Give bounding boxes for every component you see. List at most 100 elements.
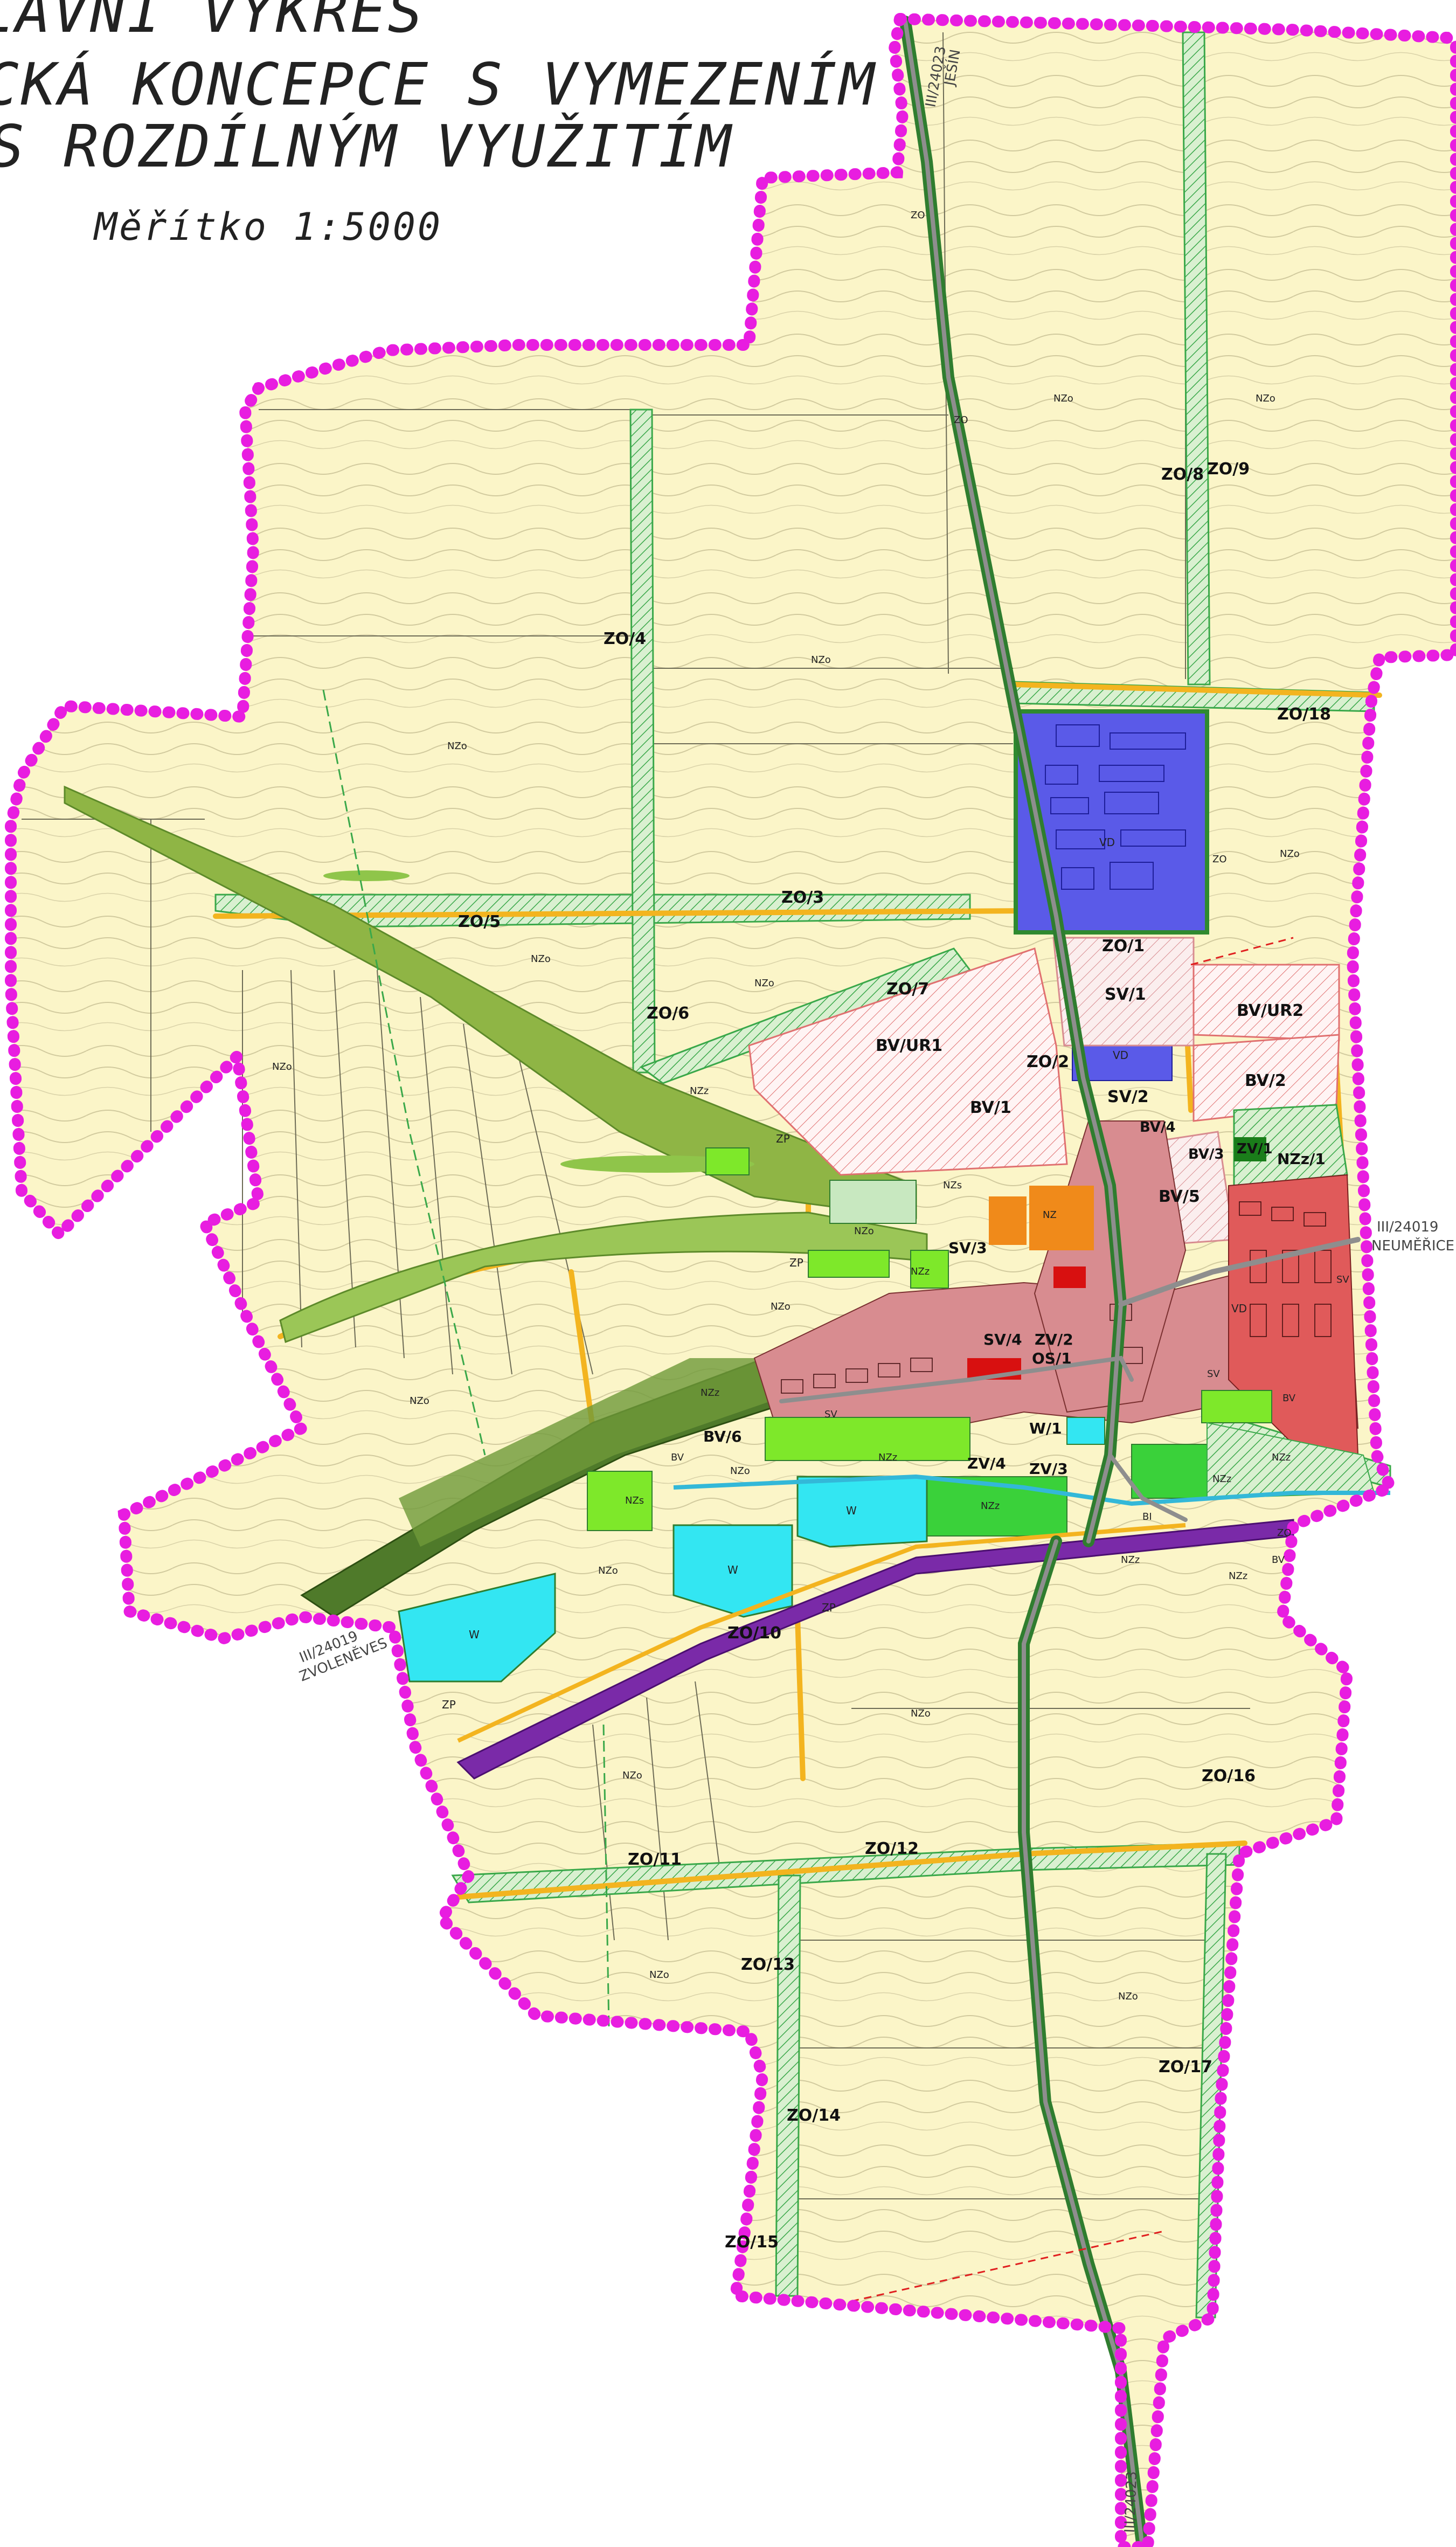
zone-label: ZV/1	[1237, 1141, 1273, 1157]
zone-labels: ZO/4 ZO/3 ZO/5 ZO/6 ZO/7 ZO/8 ZO/9 ZO/18…	[458, 460, 1331, 2252]
area-label: ZO	[1212, 854, 1227, 865]
area-label: ZP	[822, 1601, 836, 1614]
area-label: NZz	[1272, 1452, 1291, 1463]
zone-label: ZO/7	[886, 980, 929, 999]
green-area	[587, 1471, 653, 1531]
area-label: NZo	[531, 953, 551, 965]
power-lines	[851, 937, 1294, 2302]
zone-label: ZO/12	[865, 1839, 919, 1858]
area-label: NZo	[447, 740, 467, 752]
forest-band	[300, 1356, 777, 1618]
zone-label: ZO/16	[1202, 1767, 1256, 1785]
area-label: SV	[824, 1409, 837, 1420]
zone-label: W/1	[1029, 1420, 1062, 1437]
field-track-dashed	[602, 1724, 610, 2027]
zone-label: SV/1	[1105, 985, 1146, 1004]
area-label: NZo	[649, 1969, 669, 1981]
pond	[796, 1476, 928, 1548]
area-label: ZP	[789, 1256, 803, 1269]
area-label: SV	[1207, 1368, 1220, 1380]
zone-label: ZO/18	[1277, 705, 1331, 724]
zone-label: OS/1	[1032, 1349, 1072, 1367]
map-scale: Měřítko 1:5000	[94, 205, 443, 249]
road-village	[779, 1355, 1134, 1403]
area-label: NZo	[730, 1465, 750, 1477]
buffer-strip	[1195, 1853, 1227, 2318]
zone-label: ZO/11	[628, 1850, 682, 1869]
area-label: NZo	[622, 1770, 642, 1781]
green-area	[910, 1250, 949, 1289]
zone-label: ZO/13	[741, 1955, 795, 1974]
vd-area	[1072, 1040, 1173, 1081]
area-label: W	[846, 1504, 857, 1517]
area-label: NZz	[1121, 1554, 1140, 1566]
area-label: NZz	[911, 1266, 930, 1277]
green-area	[1234, 1137, 1266, 1161]
zone-label: BV/2	[1245, 1071, 1286, 1090]
zone-label: ZO/4	[604, 629, 646, 648]
area-label: BV	[671, 1452, 684, 1463]
zone-label: ZO/9	[1207, 460, 1250, 479]
cadastral-boundary	[5, 12, 1456, 2547]
zone-label: ZO/8	[1161, 465, 1204, 484]
area-label: W	[727, 1563, 738, 1576]
zone-label: ZV/2	[1035, 1331, 1073, 1348]
zone-label: ZO/2	[1027, 1053, 1069, 1071]
area-labels: NZo NZo NZo NZo NZo NZo NZo NZo NZo NZo …	[272, 210, 1349, 2002]
zone-label: ZO/15	[725, 2233, 779, 2252]
area-label: NZo	[854, 1226, 874, 1237]
map-title-line-1: ĽAVNÍ VÝKRES	[0, 0, 425, 46]
area-label: VD	[1099, 836, 1115, 849]
orange-block	[989, 1196, 1027, 1245]
green-island	[323, 870, 410, 881]
area-label: NZz	[1229, 1570, 1247, 1582]
green-area	[765, 1417, 970, 1461]
area-label: NZo	[1118, 1991, 1138, 2002]
zone-label: ZO/5	[458, 912, 501, 931]
area-label: ZO	[911, 210, 925, 221]
red-block	[1053, 1266, 1086, 1288]
area-label: VD	[1113, 1049, 1128, 1062]
area-label: NZz	[701, 1387, 719, 1399]
area-label: SV	[1336, 1274, 1349, 1285]
area-label: NZz	[1212, 1473, 1231, 1485]
zone-label: NZz/1	[1277, 1150, 1326, 1168]
zone-label: BV/5	[1159, 1187, 1200, 1206]
zone-label: SV/3	[948, 1239, 987, 1257]
area-label: ZO	[1277, 1527, 1292, 1539]
area-label: NZo	[771, 1301, 791, 1312]
zone-label: BV/4	[1140, 1119, 1175, 1136]
zone-label: BV/UR1	[876, 1036, 942, 1055]
green-area	[829, 1180, 917, 1224]
road-label-destination: NEUMĚŘICE	[1371, 1237, 1454, 1254]
area-label: NZo	[1256, 393, 1275, 404]
area-label: NZo	[410, 1395, 429, 1407]
pond	[672, 1524, 793, 1618]
area-label: NZo	[911, 1708, 931, 1719]
area-label: VD	[1231, 1302, 1247, 1315]
area-label: BI	[1142, 1511, 1152, 1522]
orange-track	[457, 1523, 1186, 1743]
zone-label: SV/2	[1107, 1088, 1149, 1106]
green-area	[705, 1147, 750, 1175]
area-label: NZ	[1043, 1209, 1057, 1221]
vd-area	[1014, 709, 1209, 935]
area-label: NZs	[943, 1180, 962, 1191]
pond	[1066, 1417, 1105, 1445]
zone-label: ZO/3	[781, 888, 824, 907]
zone-label: ZO/14	[787, 2106, 841, 2125]
green-area	[1131, 1444, 1208, 1499]
area-label: NZz	[690, 1085, 709, 1097]
area-label: NZo	[272, 1061, 292, 1072]
orange-block	[1029, 1186, 1094, 1250]
road-village	[1108, 1453, 1188, 1522]
area-label: ZO	[954, 414, 968, 426]
buildings	[1045, 724, 1186, 890]
green-spaces	[587, 1137, 1375, 1536]
zone-label: ZO/10	[727, 1624, 781, 1643]
area-label: NZs	[625, 1495, 644, 1506]
field-track-dashed	[322, 689, 486, 1456]
zone-label: SV/4	[983, 1331, 1022, 1348]
zone-label: BV/6	[703, 1428, 742, 1445]
